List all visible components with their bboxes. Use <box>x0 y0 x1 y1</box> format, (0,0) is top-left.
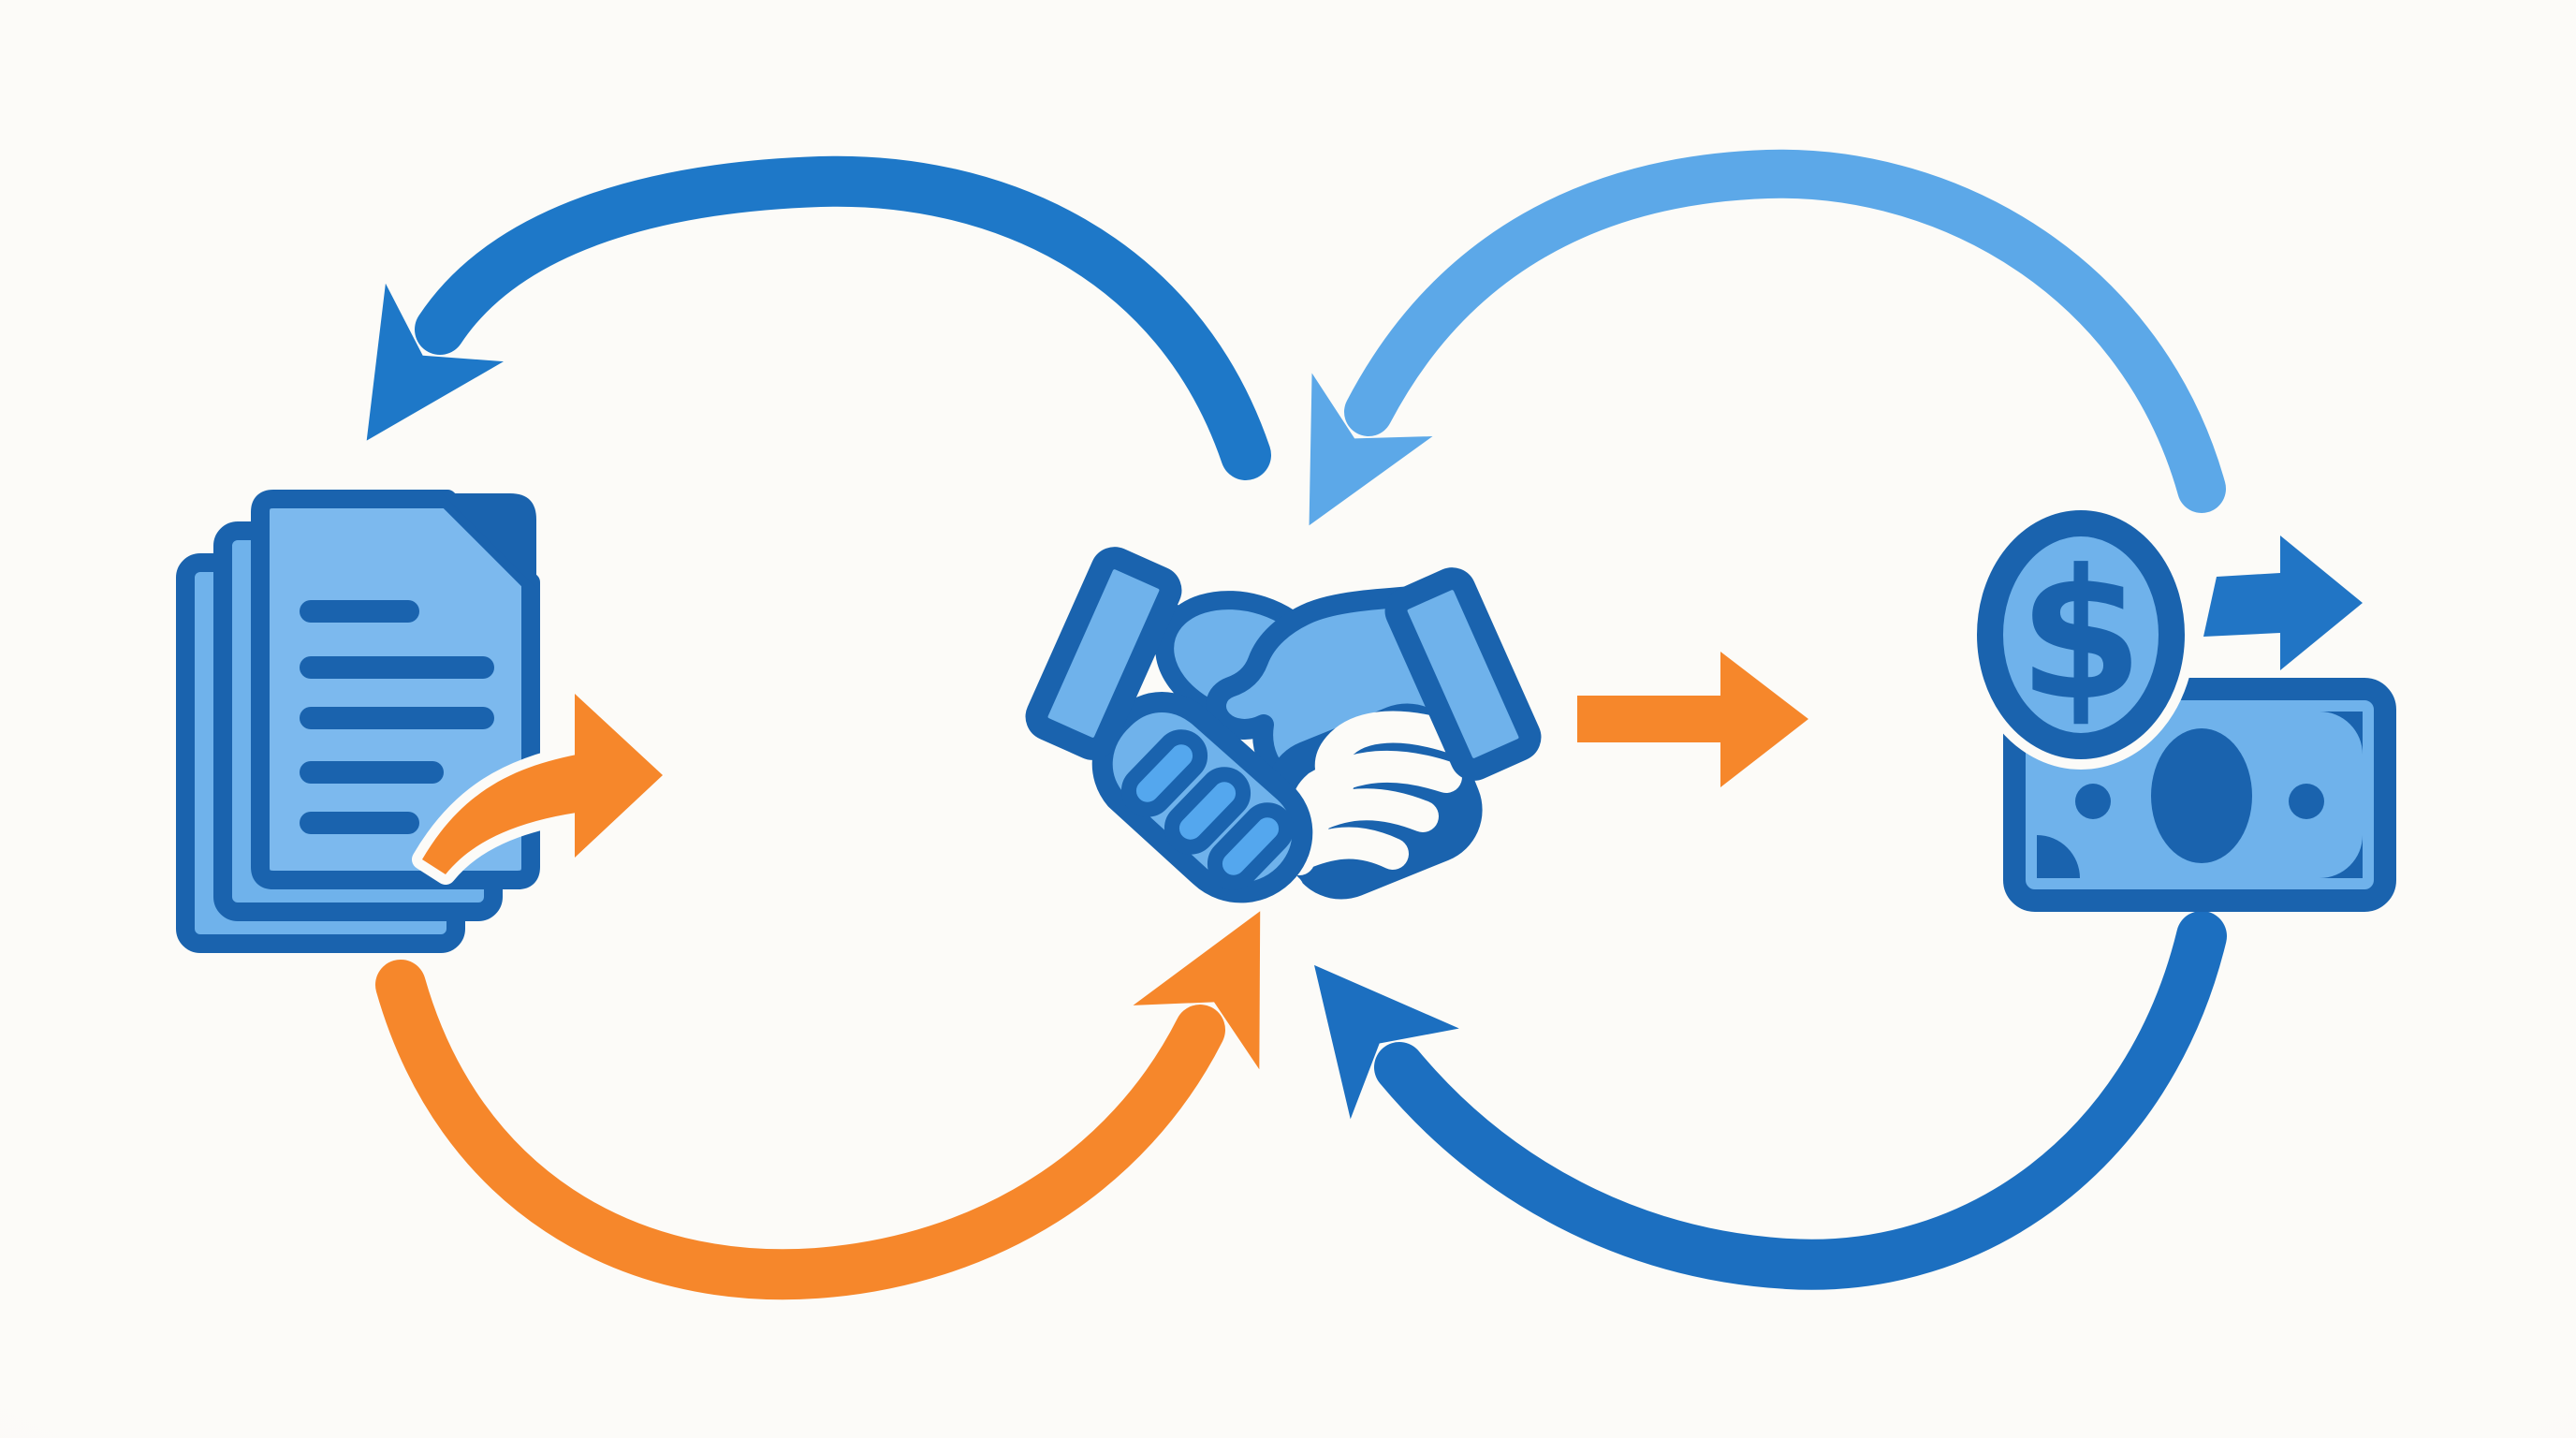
fist-knuckles <box>1120 729 1295 890</box>
coin-dollar-symbol: $ <box>2018 532 2144 741</box>
coin-outgoing-arrow-icon <box>2203 536 2363 670</box>
money-icon: $ <box>1967 500 2396 912</box>
arc-top-left-arrow <box>366 155 1271 480</box>
arc-bottom-right-arrow <box>1313 911 2227 1290</box>
banknote-left-dot <box>2075 784 2111 819</box>
coin-halo <box>1967 500 2195 770</box>
handshake-to-money-arrow-icon <box>1577 652 1808 787</box>
left-cuff <box>1025 547 1182 760</box>
arc-bottom-left-arrow <box>375 911 1261 1300</box>
right-cuff <box>1384 567 1542 781</box>
document-export-arrow-icon <box>412 683 673 885</box>
arc-top-right-arrow <box>1309 149 2226 526</box>
document-page-front <box>251 490 540 889</box>
document-text-lines <box>300 600 494 834</box>
banknote-right-dot <box>2289 784 2324 819</box>
coin-icon: $ <box>1967 500 2195 770</box>
document-folded-corner <box>442 493 536 588</box>
document-stack-icon <box>176 490 673 953</box>
banknote-center-seal <box>2151 728 2252 863</box>
coin-body <box>1977 510 2185 759</box>
handshake-icon <box>1025 547 1542 905</box>
cycle-arcs <box>366 149 2227 1300</box>
